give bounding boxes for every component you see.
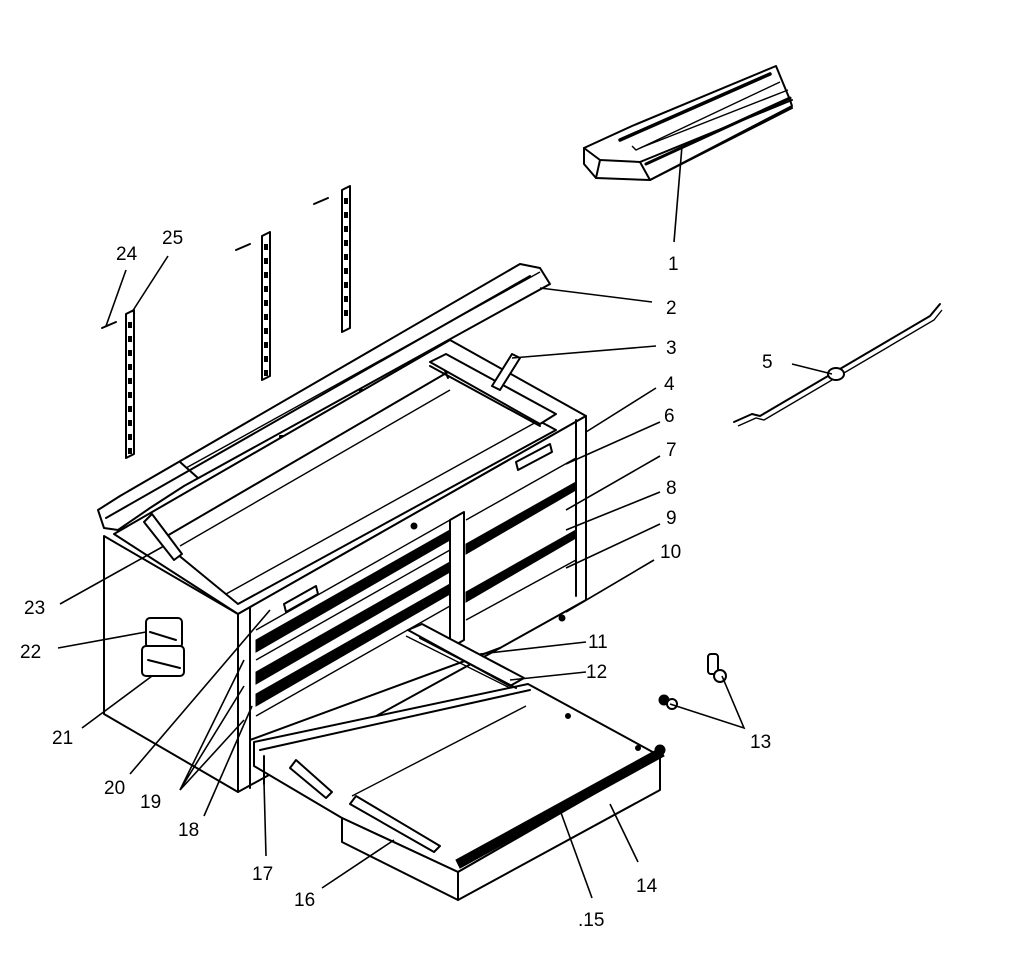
callout-22: 22 bbox=[20, 642, 41, 663]
peg-hole bbox=[264, 370, 268, 376]
lock-rod-part bbox=[733, 303, 943, 427]
lock-set-part bbox=[658, 653, 727, 710]
callout-labels: 1 2 3 4 5 6 7 8 9 10 11 12 13 14 .15 16 … bbox=[20, 228, 773, 931]
callout-14: 14 bbox=[636, 876, 658, 897]
peg-hole bbox=[264, 300, 268, 306]
peg-hole bbox=[344, 310, 348, 316]
peg-hole bbox=[344, 240, 348, 246]
peg-hole bbox=[344, 198, 348, 204]
callout-5: 5 bbox=[762, 352, 773, 373]
peg-hole bbox=[344, 282, 348, 288]
pegboard-strips-part bbox=[101, 185, 351, 459]
callout-17: 17 bbox=[252, 864, 273, 885]
chest-body-part bbox=[103, 339, 587, 793]
peg-hole bbox=[128, 406, 132, 412]
peg-hole bbox=[344, 254, 348, 260]
peg-hole bbox=[344, 226, 348, 232]
peg-hole bbox=[128, 364, 132, 370]
peg-hole bbox=[344, 212, 348, 218]
callout-12: 12 bbox=[586, 662, 607, 683]
bottom-drawer-part bbox=[253, 683, 666, 901]
callout-11: 11 bbox=[588, 632, 608, 653]
callout-15: .15 bbox=[578, 910, 604, 931]
leader-lines bbox=[57, 145, 833, 899]
callout-2: 2 bbox=[666, 298, 677, 319]
peg-hole bbox=[128, 378, 132, 384]
peg-hole bbox=[128, 336, 132, 342]
peg-hole bbox=[344, 268, 348, 274]
callout-24: 24 bbox=[116, 244, 138, 265]
peg-hole bbox=[264, 272, 268, 278]
peg-hole bbox=[264, 356, 268, 362]
peg-hole bbox=[264, 342, 268, 348]
peg-hole bbox=[128, 350, 132, 356]
peg-hole bbox=[128, 448, 132, 454]
peg-hole bbox=[128, 392, 132, 398]
callout-18: 18 bbox=[178, 820, 199, 841]
peg-hole bbox=[264, 314, 268, 320]
top-tray-part bbox=[583, 65, 793, 181]
peg-hole bbox=[264, 258, 268, 264]
callout-19: 19 bbox=[140, 792, 161, 813]
callout-1: 1 bbox=[668, 254, 679, 275]
callout-3: 3 bbox=[666, 338, 677, 359]
peg-hole bbox=[264, 286, 268, 292]
callout-7: 7 bbox=[666, 440, 677, 461]
callout-9: 9 bbox=[666, 508, 677, 529]
callout-6: 6 bbox=[664, 406, 675, 427]
callout-10: 10 bbox=[660, 542, 681, 563]
callout-25: 25 bbox=[162, 228, 183, 249]
peg-hole bbox=[264, 244, 268, 250]
peg-hole bbox=[128, 420, 132, 426]
callout-20: 20 bbox=[104, 778, 125, 799]
callout-4: 4 bbox=[664, 374, 675, 395]
callout-16: 16 bbox=[294, 890, 315, 911]
peg-hole bbox=[344, 296, 348, 302]
peg-hole bbox=[128, 322, 132, 328]
callout-13: 13 bbox=[750, 732, 771, 753]
peg-hole bbox=[264, 328, 268, 334]
callout-21: 21 bbox=[52, 728, 73, 749]
callout-8: 8 bbox=[666, 478, 677, 499]
peg-hole bbox=[128, 434, 132, 440]
callout-23: 23 bbox=[24, 598, 45, 619]
